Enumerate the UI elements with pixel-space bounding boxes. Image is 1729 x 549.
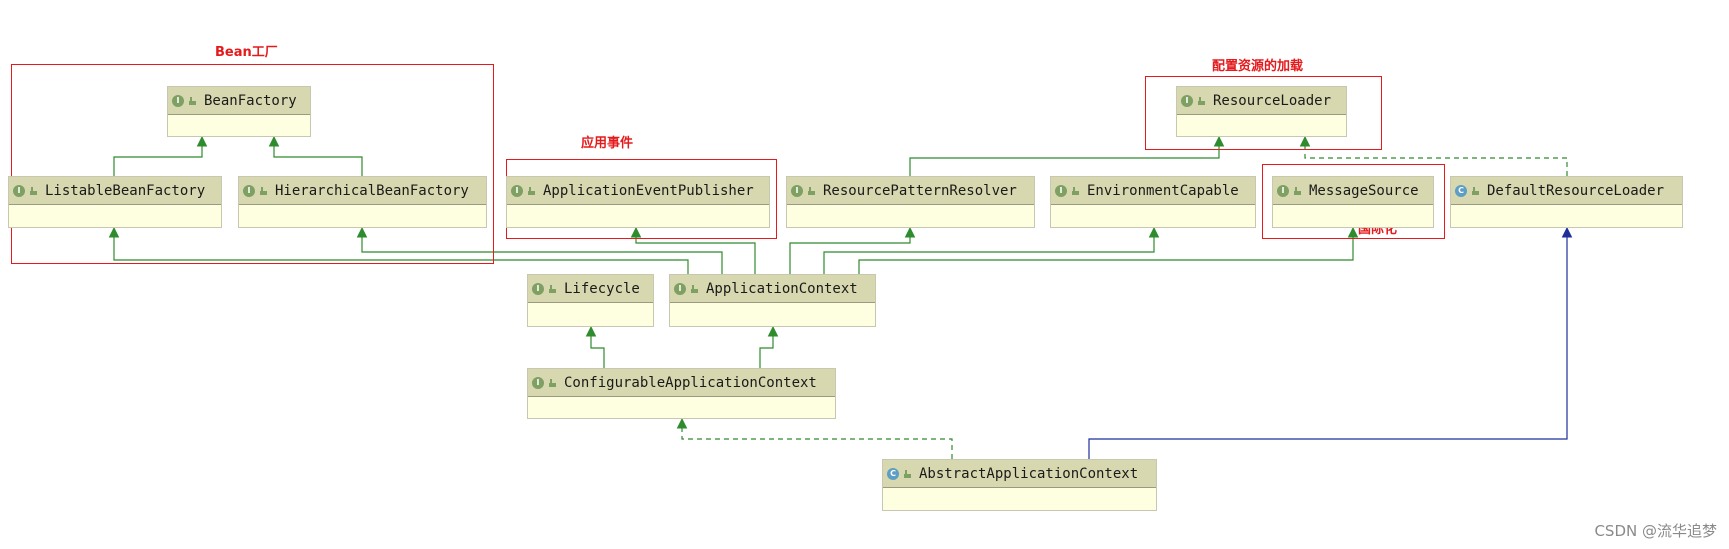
group-label-bean-factory: Bean工厂 xyxy=(215,45,278,60)
public-access-icon xyxy=(1198,96,1205,105)
node-name: Lifecycle xyxy=(564,280,640,297)
public-access-icon xyxy=(1072,186,1079,195)
group-box-resource-loading xyxy=(1145,76,1382,150)
interface-icon: I xyxy=(13,184,25,197)
node-resource-loader[interactable]: I ResourceLoader xyxy=(1176,86,1347,137)
node-resource-pattern-resolver[interactable]: I ResourcePatternResolver xyxy=(786,176,1035,228)
group-box-bean-factory xyxy=(11,64,494,264)
node-name: ConfigurableApplicationContext xyxy=(564,374,817,391)
watermark: CSDN @流华追梦 xyxy=(1594,522,1717,540)
interface-icon: I xyxy=(511,184,523,197)
node-name: ListableBeanFactory xyxy=(45,182,206,199)
public-access-icon xyxy=(904,469,911,478)
node-configurable-application-context[interactable]: I ConfigurableApplicationContext xyxy=(527,368,836,419)
group-box-i18n xyxy=(1262,164,1445,239)
node-abstract-application-context[interactable]: C AbstractApplicationContext xyxy=(882,459,1157,511)
node-name: AbstractApplicationContext xyxy=(919,465,1139,482)
interface-icon: I xyxy=(172,94,184,107)
public-access-icon xyxy=(1472,186,1479,195)
public-access-icon xyxy=(549,378,556,387)
public-access-icon xyxy=(808,186,815,195)
node-name: MessageSource xyxy=(1309,182,1419,199)
public-access-icon xyxy=(1294,186,1301,195)
node-name: BeanFactory xyxy=(204,92,297,109)
interface-icon: I xyxy=(1055,184,1067,197)
edge-appctx-to-hierarchical xyxy=(356,226,723,274)
interface-icon: I xyxy=(791,184,803,197)
edge-abstract-to-defaultloader xyxy=(1088,226,1573,459)
public-access-icon xyxy=(260,186,267,195)
node-hierarchical-bean-factory[interactable]: I HierarchicalBeanFactory xyxy=(238,176,487,228)
edge-configurable-to-lifecycle xyxy=(585,325,605,368)
node-environment-capable[interactable]: I EnvironmentCapable xyxy=(1050,176,1256,228)
node-default-resource-loader[interactable]: C DefaultResourceLoader xyxy=(1450,176,1683,228)
edge-appctx-to-listable xyxy=(108,226,689,274)
node-listable-bean-factory[interactable]: I ListableBeanFactory xyxy=(8,176,222,228)
edge-listable-to-beanfactory xyxy=(113,135,208,176)
node-lifecycle[interactable]: I Lifecycle xyxy=(527,274,654,327)
group-label-resource-loading: 配置资源的加载 xyxy=(1212,59,1304,74)
public-access-icon xyxy=(691,284,698,293)
interface-icon: I xyxy=(532,282,544,295)
edge-appctx-to-pattern-resolver xyxy=(789,226,916,274)
edge-appctx-to-messagesource xyxy=(858,226,1359,274)
interface-icon: I xyxy=(1181,94,1193,107)
interface-icon: I xyxy=(674,282,686,295)
edge-defaultloader-to-resourceloader xyxy=(1299,135,1568,176)
node-application-event-publisher[interactable]: I ApplicationEventPublisher xyxy=(506,176,770,228)
group-label-event: 应用事件 xyxy=(581,136,634,151)
public-access-icon xyxy=(549,284,556,293)
node-name: DefaultResourceLoader xyxy=(1487,182,1665,199)
public-access-icon xyxy=(189,96,196,105)
edge-pattern-resolver-to-resourceloader xyxy=(909,135,1225,176)
edge-hierarchical-to-beanfactory xyxy=(268,135,363,176)
class-icon: C xyxy=(1455,184,1467,197)
node-name: HierarchicalBeanFactory xyxy=(275,182,469,199)
edge-configurable-to-appctx xyxy=(759,325,779,368)
node-message-source[interactable]: I MessageSource xyxy=(1272,176,1434,228)
interface-icon: I xyxy=(1277,184,1289,197)
public-access-icon xyxy=(528,186,535,195)
node-name: ResourcePatternResolver xyxy=(823,182,1017,199)
interface-icon: I xyxy=(243,184,255,197)
node-name: ApplicationContext xyxy=(706,280,858,297)
node-name: EnvironmentCapable xyxy=(1087,182,1239,199)
public-access-icon xyxy=(30,186,37,195)
class-icon: C xyxy=(887,467,899,480)
node-application-context[interactable]: I ApplicationContext xyxy=(669,274,876,327)
edge-abstract-to-configurable xyxy=(676,417,953,459)
node-name: ApplicationEventPublisher xyxy=(543,182,754,199)
node-name: ResourceLoader xyxy=(1213,92,1332,109)
node-bean-factory[interactable]: I BeanFactory xyxy=(167,86,311,137)
edge-appctx-to-environment xyxy=(823,226,1160,274)
edge-appctx-to-event-publisher xyxy=(630,226,756,274)
interface-icon: I xyxy=(532,376,544,389)
